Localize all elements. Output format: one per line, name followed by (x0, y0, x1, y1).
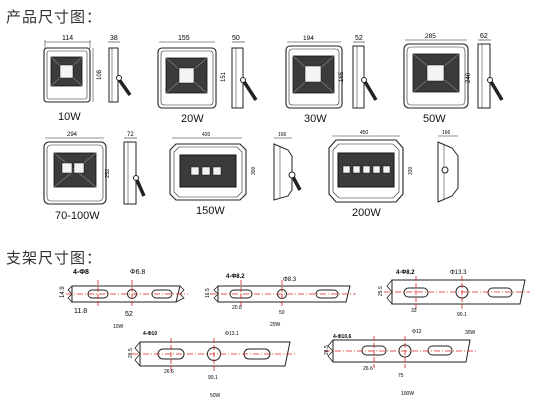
bracket-10w-a: 11.8 (74, 308, 87, 315)
product-30w-label: 30W (304, 113, 327, 125)
product-70-100w-height: 252 (105, 169, 111, 178)
product-50w-width: 285 (425, 33, 436, 40)
product-20w-width: 155 (178, 35, 190, 42)
bracket-30w-label: 30W (465, 330, 476, 336)
bracket-30w-b: 90.1 (457, 312, 467, 318)
product-30w-drawing: 194 165 52 (285, 35, 378, 109)
product-50w-drawing: 285 240 62 (403, 33, 504, 109)
product-70-100w-drawing: 294 252 72 (43, 132, 146, 205)
product-20w-label: 20W (181, 113, 204, 125)
bracket-100w-b: 75 (398, 373, 404, 379)
product-150w-width: 420 (202, 132, 211, 138)
product-10w-label: 10W (58, 111, 81, 123)
product-10w-drawing: 114 108 38 (43, 35, 132, 103)
product-50w-height: 240 (466, 72, 472, 83)
product-10w-width: 114 (62, 35, 73, 42)
bracket-20w-b: 50 (279, 310, 285, 316)
bracket-30w-a: 33 (411, 308, 417, 314)
bracket-30w-thickness: 25.5 (378, 286, 384, 296)
product-70-100w-depth: 72 (127, 132, 134, 138)
product-10w-height: 108 (97, 69, 103, 80)
bracket-50w-label: 50W (210, 393, 221, 399)
bracket-10w-thickness: 14.9 (60, 286, 66, 298)
product-200w-height: 330 (408, 166, 414, 175)
product-150w-depth: 166 (278, 132, 287, 138)
bracket-10w-hole-dia: Φ6.8 (130, 269, 145, 276)
bracket-10w-holes: 4-Φ8 (73, 269, 89, 276)
bracket-100w-label: 100W (401, 391, 414, 397)
product-30w-depth: 52 (355, 35, 363, 42)
bracket-10w-b: 52 (125, 311, 133, 318)
product-20w-height: 151 (221, 71, 227, 82)
bracket-100w-a: 26.6 (363, 366, 373, 372)
product-200w-drawing: 450 330 166 (328, 130, 459, 203)
bracket-30w-holes: 4-Φ8.2 (396, 270, 415, 276)
bracket-50w-drawing: 4-Φ10 Φ13.1 26.5 26.6 90.1 50W (128, 331, 296, 399)
product-200w-width: 450 (360, 130, 369, 136)
bracket-10w-label: 10W (113, 324, 124, 330)
bracket-dimensions-heading: 支架尺寸图： (6, 249, 103, 267)
bracket-20w-thickness: 16.5 (205, 288, 211, 298)
bracket-50w-b: 90.1 (208, 375, 218, 381)
bracket-50w-a: 26.6 (164, 369, 174, 375)
bracket-100w-drawing: 4-Φ10.6 Φ12 26.5 26.6 75 100W (324, 329, 478, 397)
product-20w-drawing: 155 151 50 (157, 35, 258, 109)
product-150w-height: 300 (251, 166, 257, 175)
product-70-100w-label: 70-100W (55, 210, 100, 222)
product-dimensions-heading: 产品尺寸图： (6, 8, 103, 26)
bracket-30w-drawing: 4-Φ8.2 Φ13.3 25.5 33 90.1 30W (378, 270, 530, 336)
bracket-50w-hole-dia: Φ13.1 (225, 331, 239, 337)
bracket-20w-label: 20W (270, 322, 281, 328)
bracket-20w-drawing: 4-Φ8.2 Φ8.3 16.5 20.8 50 20W (205, 274, 356, 328)
bracket-100w-hole-dia: Φ12 (412, 329, 422, 335)
product-30w-height: 165 (339, 71, 345, 82)
product-50w-depth: 62 (480, 33, 488, 40)
product-10w-depth: 38 (110, 35, 118, 42)
product-150w-label: 150W (196, 205, 225, 217)
bracket-20w-holes: 4-Φ8.2 (226, 274, 245, 280)
product-30w-width: 194 (303, 35, 314, 42)
bracket-20w-a: 20.8 (232, 305, 242, 311)
bracket-50w-thickness: 26.5 (128, 348, 134, 358)
product-150w-drawing: 420 300 166 (169, 132, 302, 201)
bracket-100w-holes: 4-Φ10.6 (333, 334, 352, 340)
bracket-100w-thickness: 26.5 (324, 345, 330, 355)
product-20w-depth: 50 (232, 35, 240, 42)
product-50w-label: 50W (423, 113, 446, 125)
bracket-20w-hole-dia: Φ8.3 (283, 277, 297, 283)
product-70-100w-width: 294 (67, 132, 78, 138)
bracket-30w-hole-dia: Φ13.3 (450, 270, 467, 276)
product-200w-depth: 166 (442, 130, 451, 136)
product-200w-label: 200W (352, 207, 381, 219)
bracket-10w-drawing: 4-Φ8 Φ6.8 14.9 11.8 52 10W (60, 269, 188, 330)
bracket-50w-holes: 4-Φ10 (143, 331, 157, 337)
